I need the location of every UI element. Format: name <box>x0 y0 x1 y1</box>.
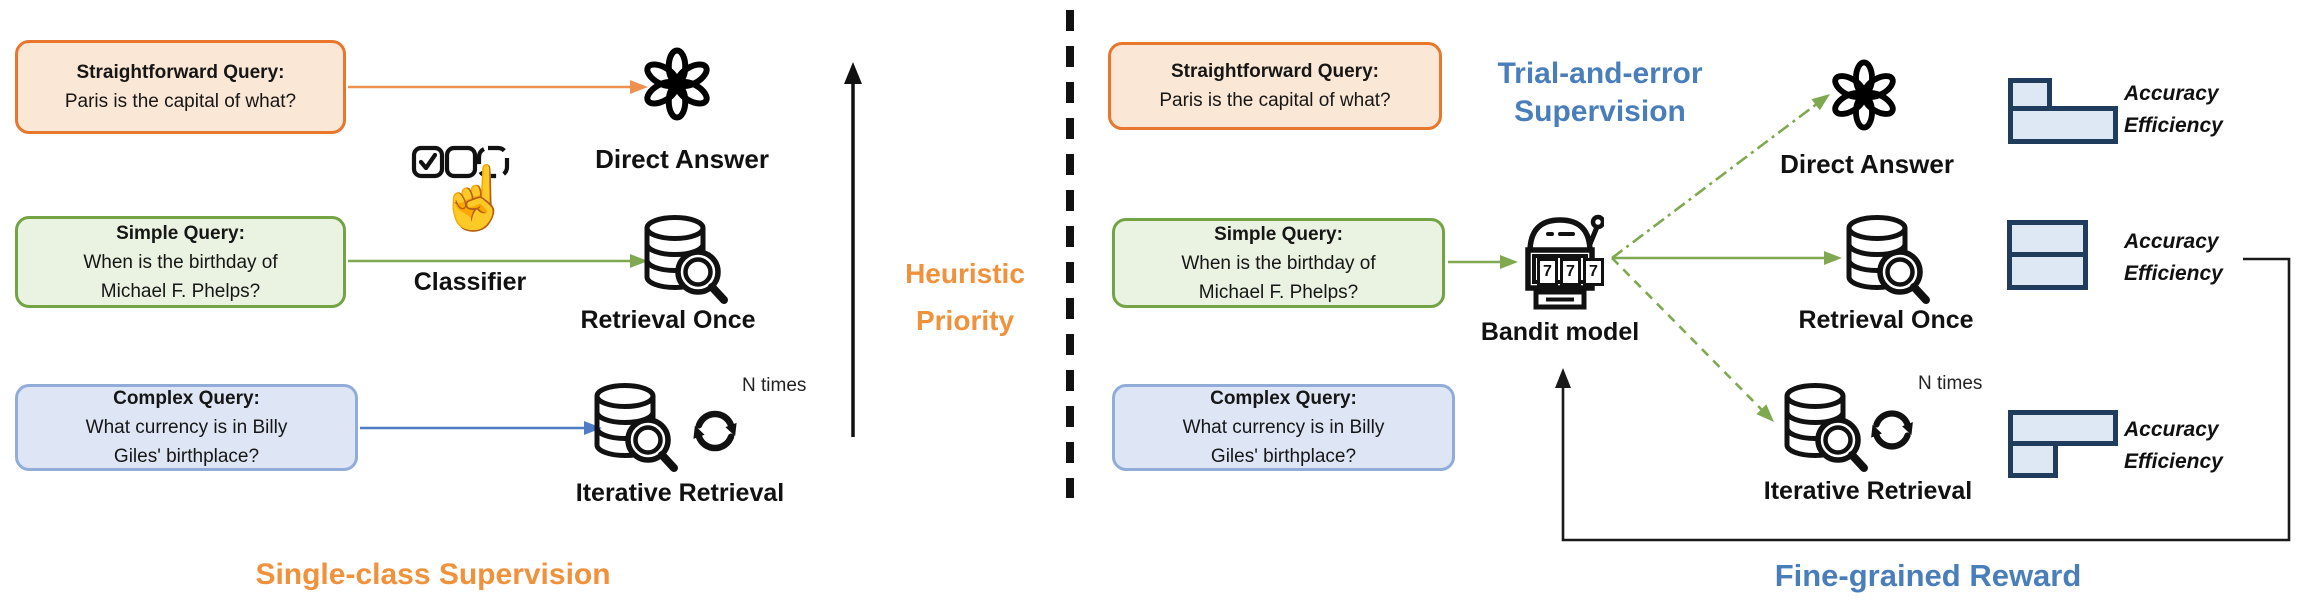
heading-line: Trial-and-error <box>1497 57 1703 90</box>
query-text: When is the birthday of <box>83 251 278 273</box>
query-text: Michael F. Phelps? <box>1198 281 1359 303</box>
retrieval-once-label-right: Retrieval Once <box>1798 306 1974 334</box>
n-times-label-right: N times <box>1918 373 1983 394</box>
arrowhead <box>630 254 648 268</box>
reward-feedback-loop <box>1561 257 2291 542</box>
iterative-retrieval-label-right: Iterative Retrieval <box>1763 477 1973 505</box>
reward-labels-direct-answer: Accuracy Efficiency <box>2124 78 2274 142</box>
query-title: Complex Query: <box>1210 388 1357 409</box>
openai-logo-icon <box>644 47 710 121</box>
retrieval-database-icon <box>644 215 728 304</box>
bandit-model-label: Bandit model <box>1480 318 1640 346</box>
retrieval-once-label-left: Retrieval Once <box>580 306 756 334</box>
arrowhead <box>584 421 602 435</box>
slot-digits: 7 7 7 <box>1537 258 1604 286</box>
right-title: Trial-and-error Supervision <box>1450 55 1750 131</box>
accuracy-label: Accuracy <box>2124 82 2219 105</box>
query-box-simple-left: Simple Query: When is the birthday of Mi… <box>15 216 346 308</box>
heading-line: Priority <box>915 305 1015 336</box>
right-caption: Fine-grained Reward <box>1774 558 2082 593</box>
repeat-cycle-icon <box>693 410 737 452</box>
reward-chart-direct-answer <box>2008 78 2118 144</box>
heuristic-priority-heading: Heuristic Priority <box>865 250 1065 344</box>
retrieval-database-icon <box>1846 215 1930 304</box>
query-box-complex-right: Complex Query: What currency is in Billy… <box>1112 384 1455 471</box>
retrieval-database-icon <box>594 383 678 472</box>
query-text: Paris is the capital of what? <box>64 91 297 112</box>
efficiency-bar <box>2007 252 2088 290</box>
heading-line: Supervision <box>1514 95 1686 128</box>
query-text: When is the birthday of <box>1181 252 1376 274</box>
efficiency-label: Efficiency <box>2124 114 2223 137</box>
arrow-bandit-to-iterative <box>1611 257 1763 411</box>
reward-chart-iterative <box>2008 410 2118 478</box>
query-title: Simple Query: <box>116 222 245 244</box>
arrow-bandit-to-direct-answer <box>1611 101 1819 260</box>
query-text: Michael F. Phelps? <box>100 280 261 302</box>
query-title: Straightforward Query: <box>1171 61 1379 82</box>
efficiency-bar <box>2008 106 2118 144</box>
query-box-straightforward-right: Straightforward Query: Paris is the capi… <box>1108 42 1442 130</box>
repeat-cycle-icon <box>1871 410 1913 450</box>
left-caption: Single-class Supervision <box>255 558 611 591</box>
accuracy-bar <box>2008 410 2118 446</box>
query-text: Paris is the capital of what? <box>1159 90 1391 111</box>
reward-labels-retrieval-once: Accuracy Efficiency <box>2124 226 2274 290</box>
retrieval-database-icon <box>1784 383 1868 472</box>
direct-answer-label-left: Direct Answer <box>595 144 769 174</box>
heading-line: Heuristic <box>905 258 1025 289</box>
query-title: Straightforward Query: <box>76 62 285 83</box>
arrowhead <box>1500 255 1518 269</box>
pointing-hand-icon: ☝ <box>436 164 514 233</box>
arrowhead <box>1811 94 1830 111</box>
efficiency-label: Efficiency <box>2124 450 2223 473</box>
reward-chart-retrieval-once <box>2007 220 2088 290</box>
slot-digit: 7 <box>1583 258 1604 286</box>
query-box-simple-right: Simple Query: When is the birthday of Mi… <box>1112 218 1445 308</box>
query-text: What currency is in Billy <box>1182 417 1385 438</box>
reward-labels-iterative: Accuracy Efficiency <box>2124 414 2274 478</box>
arrowhead <box>1824 251 1842 265</box>
arrowhead <box>630 80 648 94</box>
arrowhead <box>1756 404 1774 422</box>
query-title: Complex Query: <box>113 388 260 409</box>
classifier-checkboxes-icon <box>411 145 510 179</box>
slot-digit: 7 <box>1537 258 1558 286</box>
axis-arrowhead <box>844 62 862 84</box>
query-text: Giles' birthplace? <box>113 446 260 467</box>
query-box-straightforward-left: Straightforward Query: Paris is the capi… <box>15 40 346 134</box>
efficiency-label: Efficiency <box>2124 262 2223 285</box>
query-text: Giles' birthplace? <box>1210 446 1357 467</box>
classifier-label: Classifier <box>413 268 527 296</box>
query-box-complex-left: Complex Query: What currency is in Billy… <box>15 384 358 471</box>
iterative-retrieval-label-left: Iterative Retrieval <box>575 479 785 507</box>
query-text: What currency is in Billy <box>85 417 288 438</box>
slot-digit: 7 <box>1560 258 1581 286</box>
feedback-arrowhead <box>1555 368 1571 388</box>
openai-logo-icon <box>1832 59 1896 131</box>
query-title: Simple Query: <box>1214 223 1343 245</box>
accuracy-label: Accuracy <box>2124 418 2219 441</box>
direct-answer-label-right: Direct Answer <box>1780 149 1954 179</box>
accuracy-label: Accuracy <box>2124 230 2219 253</box>
n-times-label-left: N times <box>742 375 807 396</box>
efficiency-bar <box>2008 441 2058 478</box>
